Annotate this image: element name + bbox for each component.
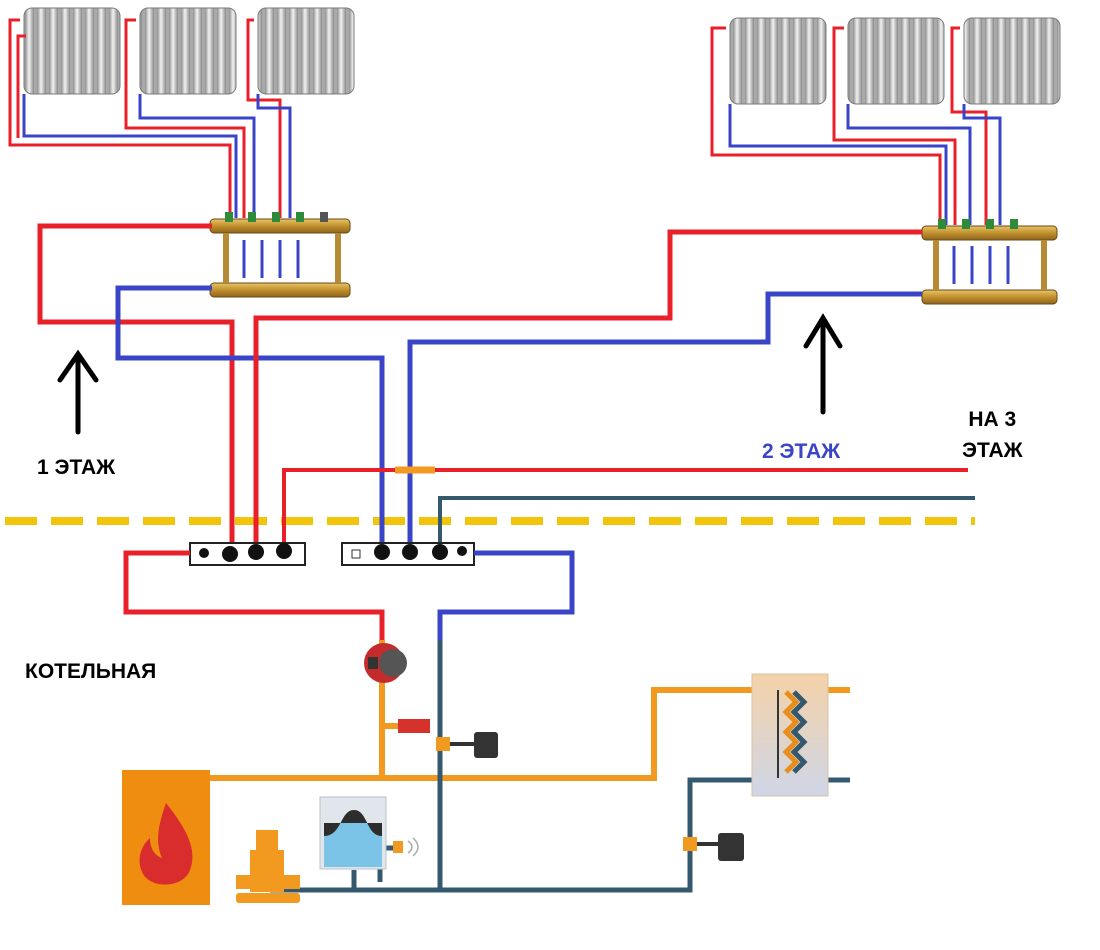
boiler-flame-icon — [122, 770, 210, 905]
hydraulic-separator-icon — [341, 542, 475, 566]
floor3-supply-line — [282, 468, 968, 548]
boiler-return-connection — [437, 550, 575, 640]
circulation-pump-icon — [364, 643, 407, 683]
manifold-icon — [921, 219, 1058, 305]
up-arrow-icon — [803, 313, 843, 415]
radiator-icon — [257, 7, 355, 95]
floor1-radiator-supply-pipes — [8, 18, 282, 218]
floor2-radiator-return-pipes — [728, 104, 1002, 225]
radiator-group-floor1 — [23, 7, 355, 95]
radiator-icon — [729, 17, 827, 105]
valve-actuator-icon — [683, 833, 744, 861]
expansion-tank-icon — [319, 796, 419, 870]
hydraulic-separator-icon — [189, 542, 306, 566]
label-floor3: НА 3 ЭТАЖ — [962, 404, 1023, 466]
label-floor3-line2: ЭТАЖ — [962, 439, 1023, 462]
floor2-radiator-supply-pipes — [710, 26, 988, 225]
check-valve — [398, 719, 430, 733]
label-floor2: 2 ЭТАЖ — [762, 440, 841, 463]
boiler-supply-connection — [123, 550, 385, 640]
radiator-icon — [847, 17, 945, 105]
feed-pump-icon — [236, 830, 300, 903]
up-arrow-icon — [57, 349, 99, 435]
floor1-return-riser — [115, 285, 385, 548]
radiator-icon — [23, 7, 121, 95]
radiator-icon — [139, 7, 237, 95]
floor2-supply-riser — [253, 229, 922, 548]
manifold-icon — [209, 212, 351, 298]
label-boiler-room: КОТЕЛЬНАЯ — [25, 660, 157, 683]
label-floor1: 1 ЭТАЖ — [37, 456, 116, 479]
floor1-radiator-return-pipes — [22, 94, 292, 218]
radiator-group-floor2 — [729, 17, 1061, 105]
heat-exchanger-icon — [751, 673, 829, 797]
floor2-return-riser — [407, 291, 922, 548]
label-floor3-line1: НА 3 — [968, 408, 1017, 431]
floor1-supply-riser — [37, 223, 235, 548]
radiator-icon — [963, 17, 1061, 105]
floor3-return-line — [438, 496, 975, 548]
valve-actuator-icon — [436, 732, 498, 758]
